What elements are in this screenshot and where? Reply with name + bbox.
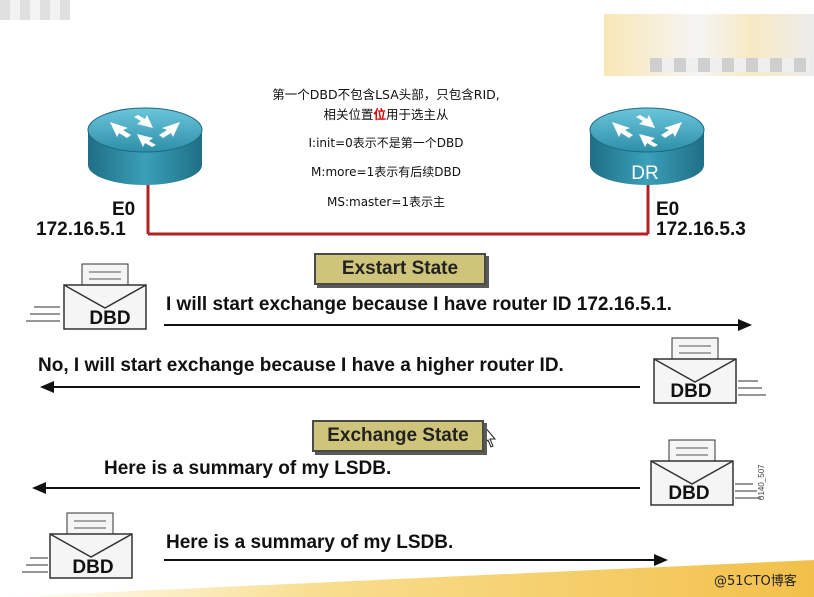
left-router-icon bbox=[87, 107, 203, 185]
message-2: No, I will start exchange because I have… bbox=[38, 355, 564, 376]
note-line-5: MS:master=1表示主 bbox=[326, 195, 446, 209]
message-1: I will start exchange because I have rou… bbox=[166, 294, 672, 315]
dbd-label: DBD bbox=[72, 557, 113, 578]
dr-label: DR bbox=[631, 163, 658, 184]
dbd-label: DBD bbox=[670, 381, 711, 402]
dbd-packet-envelope: DBD bbox=[26, 263, 147, 330]
figure-id: 0140_507 bbox=[757, 464, 766, 500]
note-highlight: 位 bbox=[373, 107, 386, 122]
dbd-packet-envelope: DBD bbox=[650, 439, 761, 506]
exchange-state-box: Exchange State bbox=[312, 420, 484, 452]
dbd-label: DBD bbox=[89, 308, 130, 329]
right-router-ip: 172.16.5.3 bbox=[656, 219, 746, 240]
left-router-ip: 172.16.5.1 bbox=[36, 219, 126, 240]
exstart-state-box: Exstart State bbox=[314, 253, 486, 285]
mouse-cursor-icon bbox=[483, 424, 497, 448]
right-router-interface: E0 bbox=[656, 199, 680, 220]
message-3: Here is a summary of my LSDB. bbox=[104, 458, 392, 479]
note-line-2-post: 用于选主从 bbox=[386, 107, 449, 122]
blurred-logo-top-right-bar bbox=[650, 58, 810, 72]
note-line-2: 相关位置位用于选主从 bbox=[236, 104, 536, 123]
arrow-right-4 bbox=[164, 554, 668, 566]
note-line-2-pre: 相关位置 bbox=[323, 107, 374, 122]
dbd-label: DBD bbox=[668, 483, 709, 504]
note-line-4: M:more=1表示有后续DBD bbox=[311, 165, 461, 179]
dbd-packet-envelope: DBD bbox=[653, 337, 766, 404]
bottom-swoosh-decoration bbox=[0, 560, 814, 597]
note-line-3: I:init=0表示不是第一个DBD bbox=[308, 136, 464, 150]
right-router-icon: DR bbox=[589, 107, 705, 185]
note-line-1: 第一个DBD不包含LSA头部，只包含RID, bbox=[272, 87, 500, 102]
dbd-packet-envelope: DBD bbox=[22, 512, 133, 579]
arrow-left-3 bbox=[32, 482, 640, 494]
message-4: Here is a summary of my LSDB. bbox=[166, 532, 454, 553]
blurred-logo-top-left bbox=[0, 0, 70, 20]
arrow-left-2 bbox=[40, 381, 640, 393]
network-link bbox=[146, 183, 650, 236]
arrow-right-1 bbox=[164, 319, 752, 331]
left-router-interface: E0 bbox=[112, 199, 136, 220]
watermark: @51CTO博客 bbox=[714, 574, 797, 589]
